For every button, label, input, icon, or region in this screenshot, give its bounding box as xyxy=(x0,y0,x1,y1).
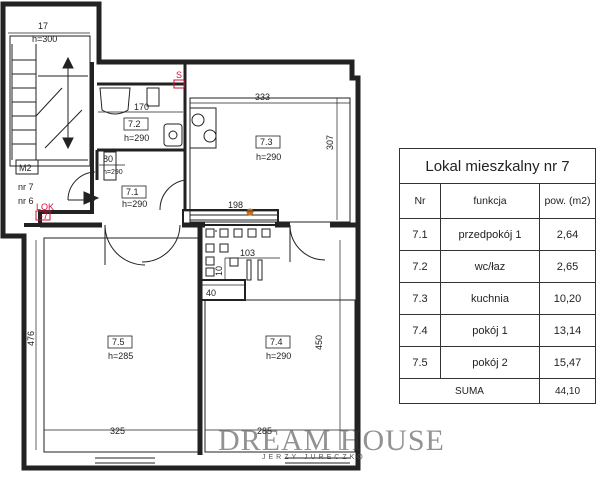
dim-103: 103 xyxy=(240,248,255,258)
brand-watermark: DREAM HOUSE JERZY JURECZKO xyxy=(218,424,445,461)
legend-header-row: Nr funkcja pow. (m2) xyxy=(399,183,596,219)
dim-333: 333 xyxy=(255,92,270,102)
dim-10: 10 xyxy=(214,266,224,276)
table-row: 7.1 przedpokój 1 2,64 xyxy=(399,218,596,251)
row-pow: 13,14 xyxy=(539,314,596,347)
row-nr: 7.3 xyxy=(399,282,441,315)
room-7-1-height: h=290 xyxy=(122,199,147,209)
interior-doors xyxy=(104,179,326,266)
room-7-4-id: 7.4 xyxy=(270,337,283,347)
bathroom-fixtures xyxy=(99,87,217,181)
stair-width-label: 17 xyxy=(38,21,48,31)
plan-labels: 17 h=300 M2 nr 7 nr 6 LOK -7 S 7.2 h=290… xyxy=(15,21,335,436)
dimension-lines xyxy=(8,32,355,450)
staircase xyxy=(11,44,88,161)
row-pow: 10,20 xyxy=(539,282,596,315)
row-nr: 7.5 xyxy=(399,346,441,379)
row-pow: 2,64 xyxy=(539,218,596,251)
dim-170: 170 xyxy=(134,102,149,112)
installation-markers xyxy=(35,79,185,221)
legend-sum-row: SUMA 44,10 xyxy=(399,378,596,404)
row-funkcja: pokój 1 xyxy=(440,314,540,347)
dim-80: 80 xyxy=(103,154,113,164)
sum-label: SUMA xyxy=(399,378,540,404)
dim-307: 307 xyxy=(325,135,335,150)
room-7-5-height: h=285 xyxy=(108,351,133,361)
dim-40: 40 xyxy=(206,288,216,298)
room-7-3-id: 7.3 xyxy=(260,137,273,147)
row-funkcja: przedpokój 1 xyxy=(440,218,540,251)
legend-title: Lokal mieszkalny nr 7 xyxy=(399,148,596,184)
m2-box xyxy=(15,159,39,175)
row-funkcja: kuchnia xyxy=(440,282,540,315)
brand-logo: DREAM HOUSE xyxy=(218,424,445,457)
small-room-height: h=290 xyxy=(103,169,123,176)
room-7-2-height: h=290 xyxy=(124,133,149,143)
lok7-label: -7 xyxy=(40,211,48,221)
entry-door xyxy=(67,171,100,205)
m2-label: M2 xyxy=(19,163,32,173)
row-nr: 7.4 xyxy=(399,314,441,347)
stair-height-label: h=300 xyxy=(32,34,57,44)
dim-285: 285 xyxy=(257,426,272,436)
row-nr: 7.1 xyxy=(399,218,441,251)
legend-header-pow: pow. (m2) xyxy=(539,183,596,219)
brand-subtitle: JERZY JURECZKO xyxy=(262,454,366,461)
table-row: 7.2 wc/łaz 2,65 xyxy=(399,250,596,283)
dim-198: 198 xyxy=(228,200,243,210)
lok-label: LOK xyxy=(36,202,54,212)
room-7-4-height: h=290 xyxy=(266,351,291,361)
s-marker-label: S xyxy=(176,70,182,80)
table-row: 7.3 kuchnia 10,20 xyxy=(399,282,596,315)
room-7-2-id: 7.2 xyxy=(128,119,141,129)
ventilation-grid xyxy=(190,214,278,281)
walls xyxy=(0,1,361,471)
table-row: 7.5 pokój 2 15,47 xyxy=(399,346,596,379)
row-pow: 15,47 xyxy=(539,346,596,379)
nr7-label: nr 7 xyxy=(18,182,34,192)
nr6-label: nr 6 xyxy=(18,196,34,206)
room-legend-table: Lokal mieszkalny nr 7 Nr funkcja pow. (m… xyxy=(399,148,596,404)
gas-point-marker xyxy=(246,208,254,216)
table-row: 7.4 pokój 1 13,14 xyxy=(399,314,596,347)
room-7-3-height: h=290 xyxy=(256,152,281,162)
row-pow: 2,65 xyxy=(539,250,596,283)
room-7-5-id: 7.5 xyxy=(112,337,125,347)
dim-325: 325 xyxy=(110,426,125,436)
dim-450: 450 xyxy=(314,335,324,350)
dim-476: 476 xyxy=(26,331,36,346)
room-7-1-id: 7.1 xyxy=(126,187,139,197)
row-funkcja: pokój 2 xyxy=(440,346,540,379)
row-funkcja: wc/łaz xyxy=(440,250,540,283)
row-nr: 7.2 xyxy=(399,250,441,283)
legend-header-nr: Nr xyxy=(399,183,441,219)
legend-header-funkcja: funkcja xyxy=(440,183,540,219)
sum-value: 44,10 xyxy=(539,378,596,404)
